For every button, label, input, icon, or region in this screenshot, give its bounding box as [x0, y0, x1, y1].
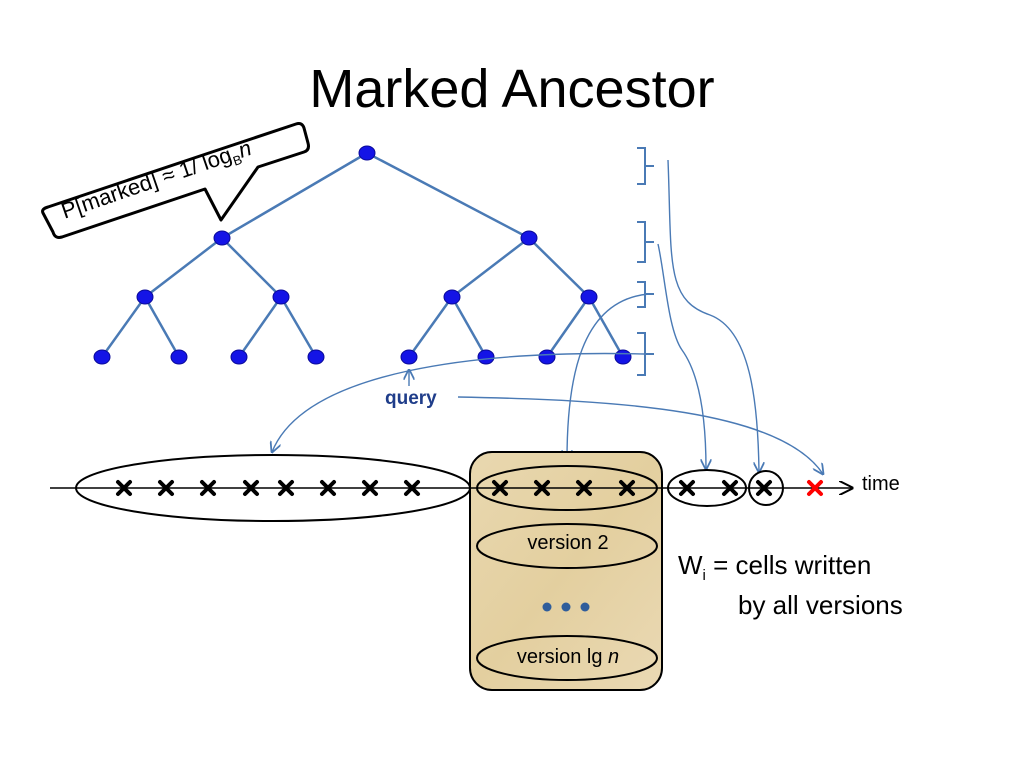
cross-mark-icon — [534, 480, 550, 496]
cross-mark-icon — [576, 480, 592, 496]
cross-mark-icon — [200, 480, 216, 496]
cross-mark-icon — [116, 480, 132, 496]
arrow-level3-to-version1 — [567, 293, 650, 460]
cross-mark-icon — [158, 480, 174, 496]
wi-definition-line2: by all versions — [738, 590, 903, 620]
cross-mark-icon — [756, 480, 772, 496]
epoch-ellipse-large — [75, 454, 471, 522]
arrow-level1-to-single — [667, 159, 759, 472]
level-bracket — [637, 221, 654, 263]
query-label: query — [385, 388, 437, 409]
cross-mark-icon — [243, 480, 259, 496]
version-ellipsis-dots — [542, 602, 590, 612]
tree-leaf — [170, 349, 188, 365]
level-bracket — [637, 147, 654, 185]
level-bracket — [637, 281, 654, 308]
level-bracket — [637, 332, 654, 376]
tree-leaf — [93, 349, 111, 365]
slide-title: Marked Ancestor — [309, 59, 715, 119]
version-2-label: version 2 — [527, 532, 609, 554]
tree-leaf-query — [400, 349, 418, 365]
tree-node — [136, 289, 154, 305]
tree-node — [213, 230, 231, 246]
tree-leaf — [230, 349, 248, 365]
epoch-ellipse-version2 — [476, 523, 658, 569]
wi-symbol: W — [678, 550, 703, 580]
wi-subscript: i — [702, 567, 706, 585]
tree-edges — [100, 151, 625, 358]
arrow-query-to-current — [457, 396, 823, 474]
epoch-ellipse-version1 — [476, 465, 658, 511]
tree-node — [520, 230, 538, 246]
tree-node-root — [358, 145, 376, 161]
tree-leaf — [614, 349, 632, 365]
versions-box — [469, 451, 663, 691]
wi-line1-text: = cells written — [705, 550, 872, 580]
arrow-level2-to-pair — [657, 243, 706, 469]
tree-node — [580, 289, 598, 305]
version-lg-prefix: version lg — [516, 646, 609, 668]
tree-node — [443, 289, 461, 305]
cross-mark-icon — [404, 480, 420, 496]
tree-leaf — [307, 349, 325, 365]
tree-node — [272, 289, 290, 305]
tree-leaf — [538, 349, 556, 365]
epoch-ellipse-single — [748, 470, 784, 506]
cross-mark-icon — [722, 480, 738, 496]
cross-mark-icon — [362, 480, 378, 496]
mapping-arrows — [272, 159, 823, 474]
epoch-ellipses — [75, 454, 784, 681]
red-cross-mark-icon — [807, 480, 823, 496]
cross-mark-icon — [278, 480, 294, 496]
cross-mark-icon — [679, 480, 695, 496]
cross-mark-icon — [492, 480, 508, 496]
cross-marks — [116, 480, 823, 496]
cross-mark-icon — [320, 480, 336, 496]
wi-definition-line1: Wi = cells written — [678, 550, 871, 584]
version-lg-variable: n — [608, 646, 620, 668]
tree-nodes — [93, 145, 632, 365]
cross-mark-icon — [619, 480, 635, 496]
epoch-ellipse-version-lg — [476, 635, 658, 681]
epoch-ellipse-pair — [667, 469, 747, 507]
tree-leaf — [477, 349, 495, 365]
version-lg-n-label: version lg n — [478, 646, 658, 669]
time-axis-label: time — [862, 473, 900, 495]
level-brackets — [637, 147, 654, 376]
callout-bubble — [41, 122, 310, 239]
